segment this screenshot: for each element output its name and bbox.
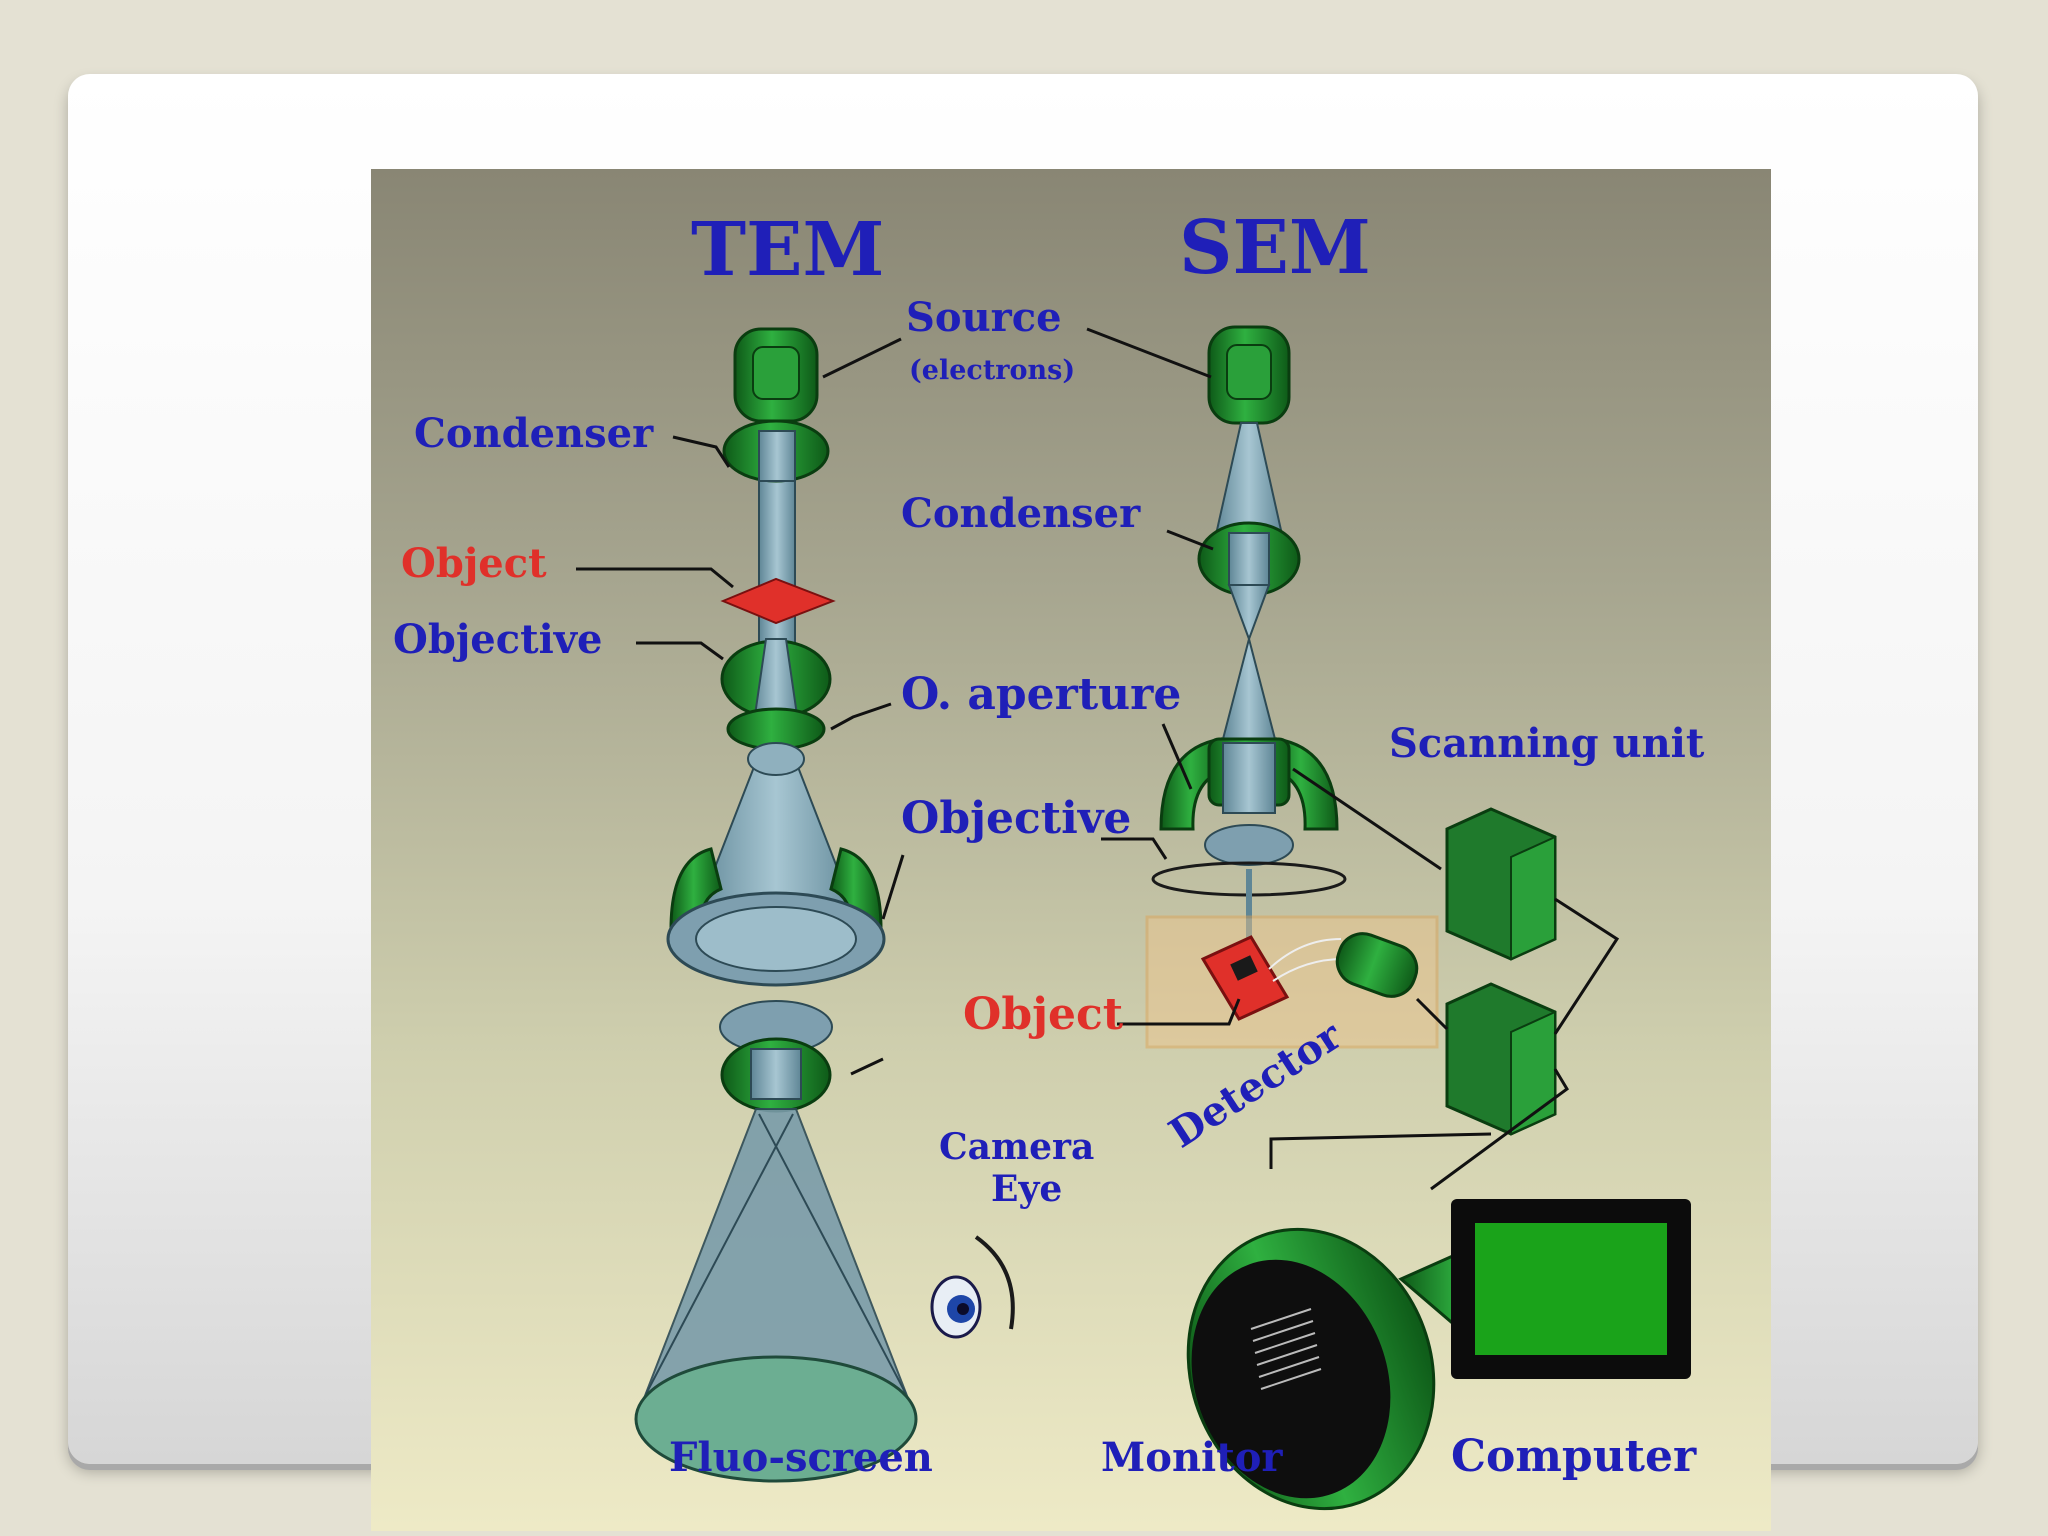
source-label: Source [906, 294, 1062, 341]
sem-column [1145, 325, 1691, 1511]
tem-condenser-lens [722, 419, 830, 483]
detector-unit [1268, 932, 1419, 998]
tem-condenser-label: Condenser [414, 410, 654, 457]
sem-wires [1269, 767, 1620, 1191]
control-unit-box [1445, 982, 1557, 1136]
tem-projector-lens [666, 847, 886, 987]
o-aperture-label: O. aperture [901, 669, 1181, 720]
sem-leader-lines [1086, 327, 1241, 1026]
computer-screen [1451, 1199, 1691, 1379]
tem-sem-figure: TEM SEM Source (electrons) Condenser Obj… [371, 169, 1771, 1531]
eye-label: Eye [991, 1168, 1062, 1210]
fluo-screen-label: Fluo-screen [669, 1434, 933, 1481]
tem-objective-lens [720, 638, 832, 751]
tem-object-label: Object [401, 540, 547, 587]
sem-heading: SEM [1179, 205, 1371, 291]
tem-objective-label: Objective [393, 616, 602, 663]
tem-leader-lines [576, 337, 905, 1076]
camera-label: Camera [939, 1126, 1094, 1168]
slide-card: TEM SEM Source (electrons) Condenser Obj… [68, 74, 1978, 1531]
monitor-scan-lines [1250, 1308, 1322, 1390]
eye-icon [930, 1235, 1015, 1339]
sem-beam-lower [1221, 635, 1277, 740]
scanning-unit-box [1445, 807, 1557, 961]
sem-object-specimen [1200, 935, 1290, 1021]
tem-source-gun [733, 327, 819, 423]
diagram-canvas: TEM SEM Source (electrons) Condenser Obj… [393, 205, 1705, 1511]
tem-object-specimen [720, 577, 836, 625]
tem-fluo-screen [634, 1355, 918, 1483]
sem-condenser-label: Condenser [901, 490, 1141, 537]
monitor-label: Monitor [1101, 1434, 1283, 1481]
sem-source-gun [1207, 325, 1291, 425]
sem-objective-label: Objective [901, 793, 1131, 844]
tem-projector-lens-2 [719, 1000, 833, 1113]
sem-object-label: Object [963, 989, 1124, 1040]
tem-column [634, 327, 1015, 1483]
sem-objective-lens [1151, 737, 1347, 897]
scanning-unit-label: Scanning unit [1389, 720, 1705, 767]
tem-heading: TEM [691, 207, 884, 293]
computer-label: Computer [1451, 1431, 1697, 1482]
electrons-label: (electrons) [909, 355, 1075, 386]
